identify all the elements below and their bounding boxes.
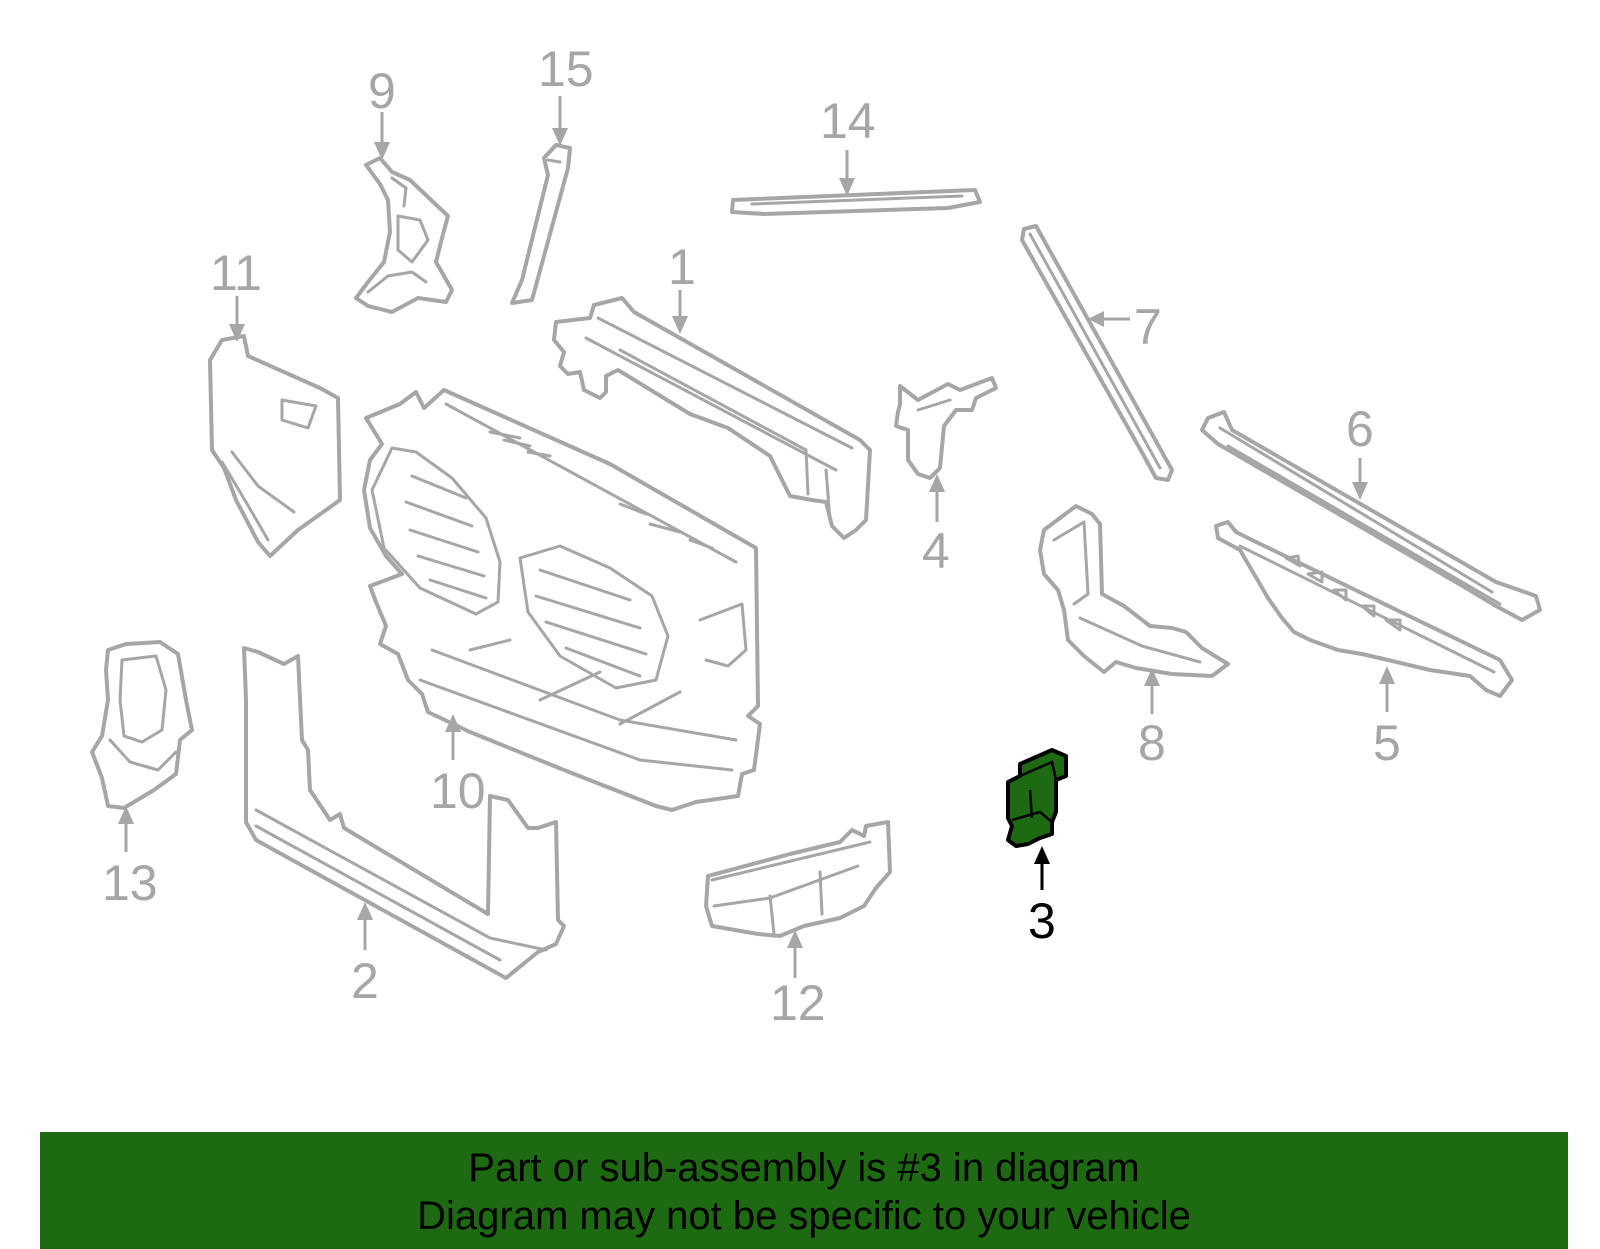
callout-13[interactable]: 13 [102, 855, 158, 911]
callout-3-highlighted[interactable]: 3 [1028, 893, 1056, 949]
callout-10[interactable]: 10 [430, 763, 486, 819]
leader-arrow-3 [1034, 846, 1050, 890]
part-14[interactable] [730, 188, 982, 216]
callout-12[interactable]: 12 [770, 975, 826, 1031]
part-1[interactable] [552, 296, 872, 540]
callout-8[interactable]: 8 [1138, 715, 1166, 771]
callout-5[interactable]: 5 [1373, 715, 1401, 771]
banner-line-part-info: Part or sub-assembly is #3 in diagram [468, 1146, 1140, 1190]
callout-15[interactable]: 15 [538, 41, 594, 97]
banner-line-disclaimer: Diagram may not be specific to your vehi… [417, 1194, 1191, 1238]
callout-4[interactable]: 4 [922, 523, 950, 579]
info-banner: Part or sub-assembly is #3 in diagram Di… [40, 1132, 1568, 1249]
part-13[interactable] [90, 640, 194, 810]
part-6[interactable] [1200, 410, 1542, 622]
part-11[interactable] [208, 334, 342, 558]
callout-11[interactable]: 11 [210, 245, 262, 301]
part-4[interactable] [894, 376, 998, 480]
callout-9[interactable]: 9 [368, 63, 396, 119]
part-8[interactable] [1038, 504, 1230, 678]
leader-arrows [118, 96, 1395, 978]
callout-14[interactable]: 14 [820, 93, 876, 149]
callout-1[interactable]: 1 [668, 239, 696, 295]
part-3-highlighted[interactable] [1006, 748, 1068, 848]
callout-2[interactable]: 2 [351, 953, 379, 1009]
part-15[interactable] [510, 143, 572, 305]
callout-labels: 9 15 14 1 11 7 6 4 8 5 10 13 2 12 3 [102, 41, 1401, 1031]
callout-7[interactable]: 7 [1134, 299, 1162, 355]
part-9[interactable] [354, 156, 454, 314]
part-10[interactable] [362, 388, 762, 812]
part-7[interactable] [1020, 224, 1174, 482]
callout-6[interactable]: 6 [1346, 401, 1374, 457]
part-12[interactable] [704, 820, 892, 938]
part-5[interactable] [1214, 520, 1514, 698]
part-2[interactable] [242, 646, 566, 980]
